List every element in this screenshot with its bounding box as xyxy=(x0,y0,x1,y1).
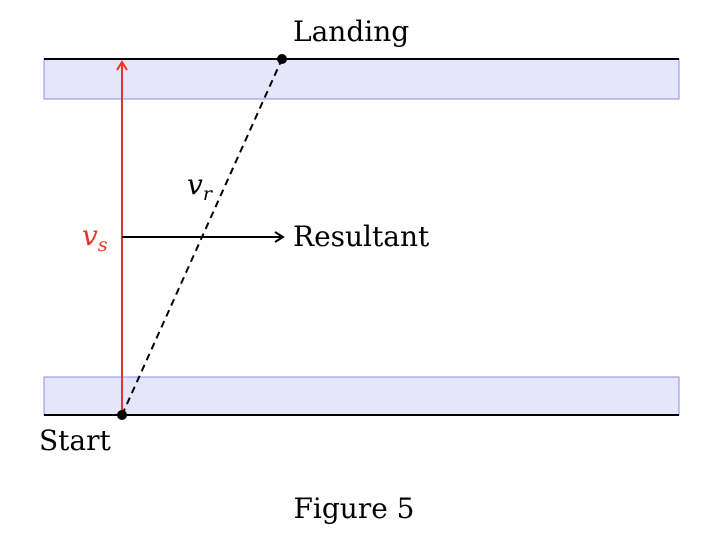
vr-label: vr xyxy=(187,168,214,205)
bottom-bank xyxy=(43,376,680,416)
vr-label-sub: r xyxy=(203,183,214,205)
start-point xyxy=(117,410,127,420)
vs-label-sub: s xyxy=(98,234,108,256)
vr-label-base: v xyxy=(187,168,203,201)
vs-label-base: v xyxy=(82,219,98,252)
top-bank xyxy=(43,58,680,100)
resultant-label: Resultant xyxy=(293,220,430,253)
vs-label: vs xyxy=(82,219,108,256)
figure-caption: Figure 5 xyxy=(293,492,414,525)
landing-label: Landing xyxy=(293,15,409,48)
start-label: Start xyxy=(39,424,112,457)
landing-point xyxy=(277,54,287,64)
